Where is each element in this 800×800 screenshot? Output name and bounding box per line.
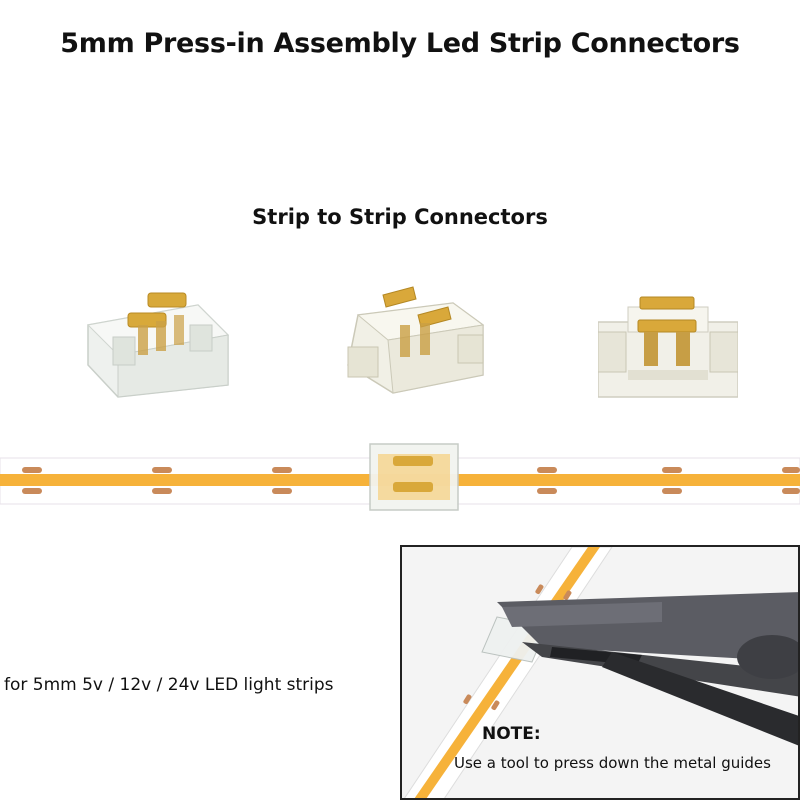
note-text: Use a tool to press down the metal guide… (454, 754, 771, 772)
section-subtitle: Strip to Strip Connectors (252, 205, 548, 229)
compatibility-caption: for 5mm 5v / 12v / 24v LED light strips (4, 675, 334, 695)
note-title: NOTE: (482, 724, 541, 744)
pliers-pressing-connector-icon (404, 547, 798, 798)
page-title: 5mm Press-in Assembly Led Strip Connecto… (60, 28, 740, 59)
connector-angled-view-icon (86, 292, 230, 398)
installation-photo (400, 545, 800, 800)
connector-side-view-icon (347, 286, 485, 394)
connector-front-view-icon (598, 296, 738, 398)
cob-led-strip-icon (0, 443, 800, 511)
